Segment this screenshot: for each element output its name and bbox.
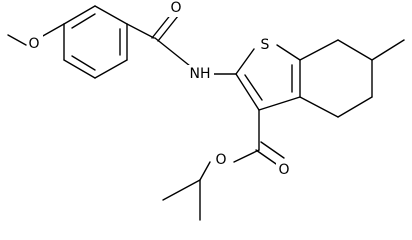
atom-nh-label: NH: [190, 66, 211, 82]
atom-o-ester-double-label: O: [278, 162, 289, 178]
bond-ester-c-o-single: [233, 149, 260, 163]
bond-c3-c2: [235, 73, 260, 111]
chemical-structure-diagram: O O NH S O O: [7, 0, 405, 221]
atom-s: S: [257, 36, 273, 53]
atom-s-label: S: [261, 37, 270, 53]
bond-ester-c-o-double-2: [260, 141, 285, 159]
bond-c6-methyl: [371, 39, 405, 61]
bond-c3-c2-inner: [244, 74, 263, 101]
bond-isopropyl-methyl-2: [162, 179, 201, 201]
atom-o-ester-double: O: [276, 161, 294, 178]
bond-benzene-1: [63, 5, 96, 25]
bond-c7a-c7: [299, 39, 339, 61]
bond-carbonyl-o-1: [151, 12, 173, 39]
bond-o-isopropyl-ch: [199, 161, 211, 181]
atom-nh: NH: [186, 65, 214, 82]
bond-benzene-5: [63, 59, 96, 79]
atom-o-amide-carbonyl: O: [168, 0, 184, 17]
bond-methyl-o-methoxy: [7, 34, 27, 46]
bond-benzene-inner-3: [71, 55, 96, 71]
bond-c2-s: [235, 48, 255, 75]
bond-carbonyl-o-2: [157, 15, 179, 42]
bond-benzene-4: [94, 59, 128, 79]
bond-o-methoxy-ring: [40, 23, 65, 38]
bond-ester-c-o-double-1: [255, 149, 280, 167]
bond-c3a-c3: [258, 96, 301, 111]
bond-benzene-inner-1: [71, 13, 96, 29]
atom-o-methoxy: O: [27, 35, 43, 52]
bond-c7-c6: [337, 39, 373, 61]
bond-benzene-2: [94, 5, 128, 25]
bond-s-c7a: [276, 44, 301, 61]
bond-ring-carbonyl: [126, 23, 155, 39]
atom-o-ester-single-label: O: [215, 152, 226, 168]
bond-carbonyl-nh: [154, 37, 191, 67]
atom-o-ester-single: O: [213, 151, 231, 168]
bond-c4-c3a: [299, 96, 339, 118]
bond-c5-c4: [337, 96, 373, 118]
atom-o-amide-carbonyl-label: O: [170, 0, 181, 16]
atom-o-methoxy-label: O: [28, 36, 39, 52]
